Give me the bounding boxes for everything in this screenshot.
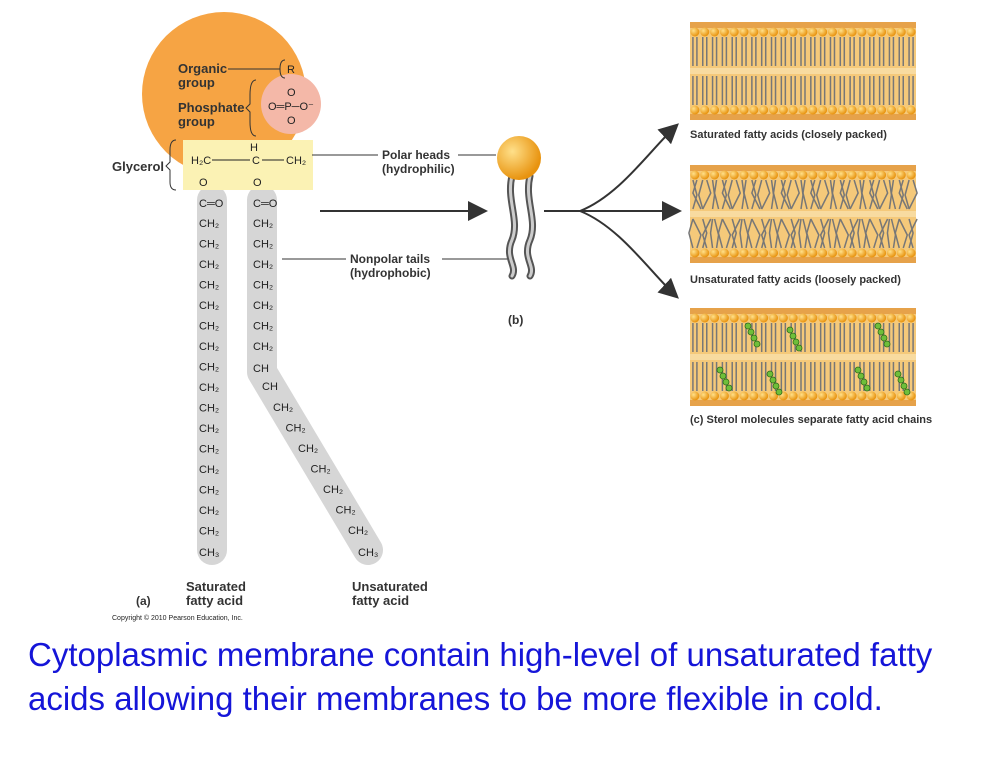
- unsaturated-ch2: CH₂: [253, 218, 273, 230]
- saturated-ch2: CH₂: [199, 239, 219, 251]
- unsaturated-ch2: CH₂: [298, 443, 318, 455]
- copyright-notice: Copyright © 2010 Pearson Education, Inc.: [112, 614, 243, 622]
- unsaturated-tail: [247, 185, 383, 565]
- saturated-ch2: CH₂: [199, 259, 219, 271]
- unsaturated-ch2: CH₂: [286, 423, 306, 435]
- unsaturated-label-1: Unsaturated: [352, 579, 428, 594]
- saturated-ch3: CH₃: [199, 547, 219, 559]
- membrane-lipid-diagram: Organic group R O O═P─O⁻ O Phosphate gro…: [112, 12, 932, 622]
- sterol-membrane-caption: (c) Sterol molecules separate fatty acid…: [690, 414, 932, 426]
- saturated-ch2: CH₂: [199, 362, 219, 374]
- phosphate-formula: O═P─O⁻: [268, 101, 314, 113]
- saturated-ch2: CH₂: [199, 280, 219, 292]
- organic-group-label-1: Organic: [178, 61, 227, 76]
- unsaturated-ch2: CH₂: [253, 321, 273, 333]
- phosphate-circle: [261, 74, 321, 134]
- saturated-ch2: CH₂: [199, 464, 219, 476]
- nonpolar-tails-label-2: (hydrophobic): [350, 266, 431, 280]
- panel-b-letter: (b): [508, 313, 523, 327]
- phosphate-o-top: O: [287, 87, 296, 99]
- saturated-ch2: CH₂: [199, 300, 219, 312]
- membrane-sterol: [690, 308, 916, 406]
- saturated-ch2: CH₂: [199, 444, 219, 456]
- glycerol-c3: CH₂: [286, 155, 306, 167]
- saturated-ch2: CH₂: [199, 382, 219, 394]
- saturated-ch2: CH₂: [199, 321, 219, 333]
- unsaturated-ch2: CH₂: [348, 525, 368, 537]
- carbonyl-left: C═O: [199, 198, 224, 210]
- saturated-ch2: CH₂: [199, 423, 219, 435]
- membrane-unsaturated: [688, 165, 918, 263]
- unsaturated-ch2: CH₂: [253, 239, 273, 251]
- unsaturated-ch2: CH₂: [253, 341, 273, 353]
- unsaturated-ch3: CH₃: [358, 547, 378, 559]
- saturated-ch2: CH₂: [199, 341, 219, 353]
- panel-a-molecule: Organic group R O O═P─O⁻ O Phosphate gro…: [112, 12, 428, 622]
- ester-o-left: O: [199, 177, 208, 189]
- unsaturated-membrane-caption: Unsaturated fatty acids (loosely packed): [690, 274, 901, 286]
- saturated-membrane-caption: Saturated fatty acids (closely packed): [690, 129, 887, 141]
- unsaturated-ch2: CH₂: [323, 484, 343, 496]
- saturated-ch2: CH₂: [199, 505, 219, 517]
- saturated-chain-labels: CH₂ CH₂ CH₂ CH₂ CH₂ CH₂ CH₂ CH₂ CH₂ CH₂ CH₂ CH₂ CH₂ C…: [199, 218, 219, 538]
- membrane-saturated: [690, 22, 916, 120]
- unsaturated-ch2: CH₂: [336, 505, 356, 517]
- saturated-ch2: CH₂: [199, 403, 219, 415]
- polar-head-circle: [142, 12, 306, 176]
- glycerol-label: Glycerol: [112, 159, 164, 174]
- unsaturated-chain-labels: CH₂ CH₂ CH₂ CH₂ CH₂ CH₂ CH₂: [253, 218, 273, 353]
- ester-o-right: O: [253, 177, 262, 189]
- organic-group-label-2: group: [178, 75, 215, 90]
- saturated-ch2: CH₂: [199, 218, 219, 230]
- unsaturated-ch2: CH₂: [253, 300, 273, 312]
- unsaturated-label-2: fatty acid: [352, 593, 409, 608]
- saturated-label-1: Saturated: [186, 579, 246, 594]
- unsaturated-ch-1: CH: [253, 363, 269, 375]
- unsaturated-ch-2: CH: [262, 381, 278, 393]
- polar-heads-label-1: Polar heads: [382, 148, 450, 162]
- saturated-label-2: fatty acid: [186, 593, 243, 608]
- phospholipid-icon: [497, 136, 541, 280]
- glycerol-c1: H₂C: [191, 155, 211, 167]
- slide-caption: Cytoplasmic membrane contain high-level …: [28, 636, 933, 717]
- phosphate-group-label-1: Phosphate: [178, 100, 244, 115]
- r-group-symbol: R: [287, 64, 295, 76]
- unsaturated-ch2: CH₂: [253, 259, 273, 271]
- unsaturated-ch2: CH₂: [273, 402, 293, 414]
- saturated-ch2: CH₂: [199, 526, 219, 538]
- polar-heads-label-2: (hydrophilic): [382, 162, 455, 176]
- panel-a-letter: (a): [136, 594, 151, 608]
- nonpolar-tails-label-1: Nonpolar tails: [350, 252, 430, 266]
- phosphate-o-bottom: O: [287, 115, 296, 127]
- phosphate-group-label-2: group: [178, 114, 215, 129]
- unsaturated-diagonal-labels: CH₂ CH₂ CH₂ CH₂ CH₂ CH₂ CH₂: [273, 402, 368, 537]
- glycerol-h: H: [250, 142, 258, 154]
- unsaturated-ch2: CH₂: [253, 280, 273, 292]
- carbonyl-right: C═O: [253, 198, 278, 210]
- branch-arrows: [544, 123, 682, 299]
- saturated-ch2: CH₂: [199, 485, 219, 497]
- phospholipid-head: [497, 136, 541, 180]
- glycerol-c2: C: [252, 155, 260, 167]
- unsaturated-ch2: CH₂: [311, 464, 331, 476]
- glycerol-box: [183, 140, 313, 190]
